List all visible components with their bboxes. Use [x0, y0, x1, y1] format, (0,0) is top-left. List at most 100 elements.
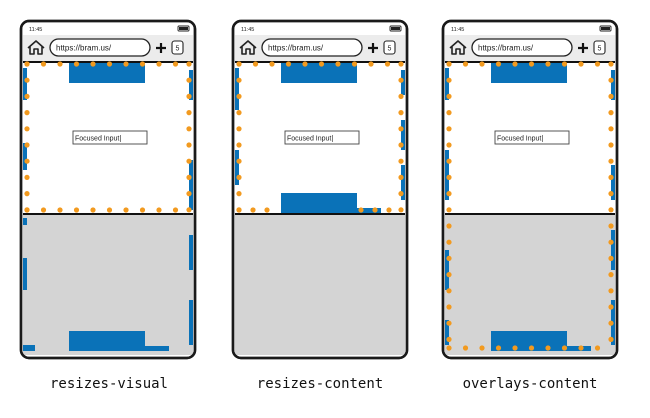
bottom-left-block — [23, 345, 35, 351]
tab-count-label: 5 — [598, 46, 602, 53]
visual-viewport-dot — [156, 207, 162, 213]
fixed-footer-element — [281, 193, 357, 213]
url-bar[interactable] — [261, 38, 363, 57]
layout-viewport-dot — [446, 288, 452, 294]
tab-count-button[interactable] — [593, 40, 606, 55]
home-icon[interactable] — [449, 40, 467, 55]
viewport-dot — [351, 61, 358, 67]
viewport-dot — [236, 77, 242, 83]
viewport-dot — [318, 61, 325, 67]
focused-input[interactable] — [494, 130, 570, 145]
url-bar[interactable] — [49, 38, 151, 57]
left-edge-segment — [445, 250, 449, 290]
url-bar[interactable] — [471, 38, 573, 57]
keyboard-area — [235, 214, 405, 355]
right-edge-segment — [189, 235, 193, 270]
phone-frame-outline — [19, 19, 197, 360]
focused-input[interactable] — [72, 130, 148, 145]
layout-viewport-dot — [608, 191, 614, 197]
visual-viewport-dot — [106, 207, 113, 213]
visual-viewport-dot — [24, 142, 30, 148]
battery-icon — [599, 25, 612, 32]
visual-viewport-dot — [24, 93, 30, 99]
visual-viewport-dot — [90, 61, 96, 67]
layout-viewport-dot — [608, 288, 614, 294]
viewport-dot — [335, 61, 341, 67]
visual-viewport-dot — [186, 174, 192, 180]
home-icon[interactable] — [27, 40, 45, 55]
visual-viewport-dot — [57, 61, 63, 67]
layout-viewport-dot — [446, 207, 452, 213]
tab-count-button[interactable] — [383, 40, 396, 55]
layout-viewport-dot — [608, 158, 614, 164]
left-edge-segment — [23, 218, 27, 225]
right-edge-segment — [189, 300, 193, 345]
visual-viewport-dot — [186, 77, 192, 83]
fixed-header-element — [281, 63, 357, 83]
visual-viewport-dot — [172, 61, 179, 67]
visual-viewport-dot — [40, 61, 47, 67]
visual-viewport-dot — [156, 61, 162, 67]
caption-resizes-content: resizes-content — [256, 376, 384, 392]
left-edge-segment — [23, 258, 27, 290]
right-edge-segment — [401, 120, 405, 150]
status-time: 11:45 — [451, 27, 464, 33]
visual-viewport-dot — [186, 110, 192, 116]
layout-viewport-dot — [512, 345, 518, 351]
viewport-dot — [398, 142, 404, 148]
visual-viewport-dot — [24, 77, 30, 83]
fixed-footer-element — [69, 331, 145, 351]
layout-viewport-dot — [545, 61, 551, 67]
status-time: 11:45 — [241, 27, 254, 33]
visual-viewport-dot — [106, 61, 113, 67]
tab-count-button[interactable] — [171, 40, 184, 55]
visual-viewport-dot — [24, 158, 30, 164]
layout-viewport-dot — [608, 207, 614, 213]
visual-viewport-dot — [90, 207, 96, 213]
right-edge-segment — [401, 70, 405, 95]
plus-icon[interactable] — [156, 43, 166, 53]
plus-icon[interactable] — [578, 43, 588, 53]
viewport-dot — [398, 158, 404, 164]
viewport-dot — [252, 61, 259, 67]
left-edge-segment — [445, 68, 449, 100]
layout-viewport-dot — [561, 345, 568, 351]
left-edge-segment — [23, 143, 27, 170]
layout-viewport-dot — [446, 126, 452, 132]
viewport-dot — [269, 61, 275, 67]
phone-frame-outline — [441, 19, 619, 360]
viewport-dot — [236, 207, 242, 213]
visual-viewport-dot — [139, 61, 146, 67]
layout-viewport-dot — [608, 77, 614, 83]
layout-viewport-dot — [578, 345, 584, 351]
layout-viewport-dot — [446, 77, 452, 83]
right-edge-segment — [611, 165, 615, 200]
viewport-dot — [398, 93, 404, 99]
layout-viewport-dot — [608, 255, 614, 261]
left-edge-segment — [235, 68, 239, 110]
viewport-dot — [236, 126, 242, 132]
home-icon[interactable] — [239, 40, 257, 55]
visual-viewport-dot — [24, 174, 30, 180]
layout-viewport-dot — [446, 191, 452, 197]
left-edge-segment — [445, 320, 449, 345]
right-edge-segment — [401, 165, 405, 200]
battery-icon — [389, 25, 402, 32]
layout-viewport-dot — [608, 110, 614, 116]
visual-viewport-dot — [24, 191, 30, 197]
focused-input[interactable] — [284, 130, 360, 145]
visual-viewport-dot — [123, 207, 129, 213]
layout-viewport-dot — [594, 61, 601, 67]
viewport-dot — [358, 207, 364, 213]
visual-viewport-dot — [73, 61, 80, 67]
fixed-header-element — [69, 63, 145, 83]
viewport-dot — [302, 61, 308, 67]
plus-icon[interactable] — [368, 43, 378, 53]
viewport-dot — [398, 207, 404, 213]
layout-viewport-dot — [528, 61, 535, 67]
layout-viewport-dot — [512, 61, 518, 67]
right-edge-segment — [189, 70, 193, 100]
visual-viewport-dot — [24, 126, 30, 132]
